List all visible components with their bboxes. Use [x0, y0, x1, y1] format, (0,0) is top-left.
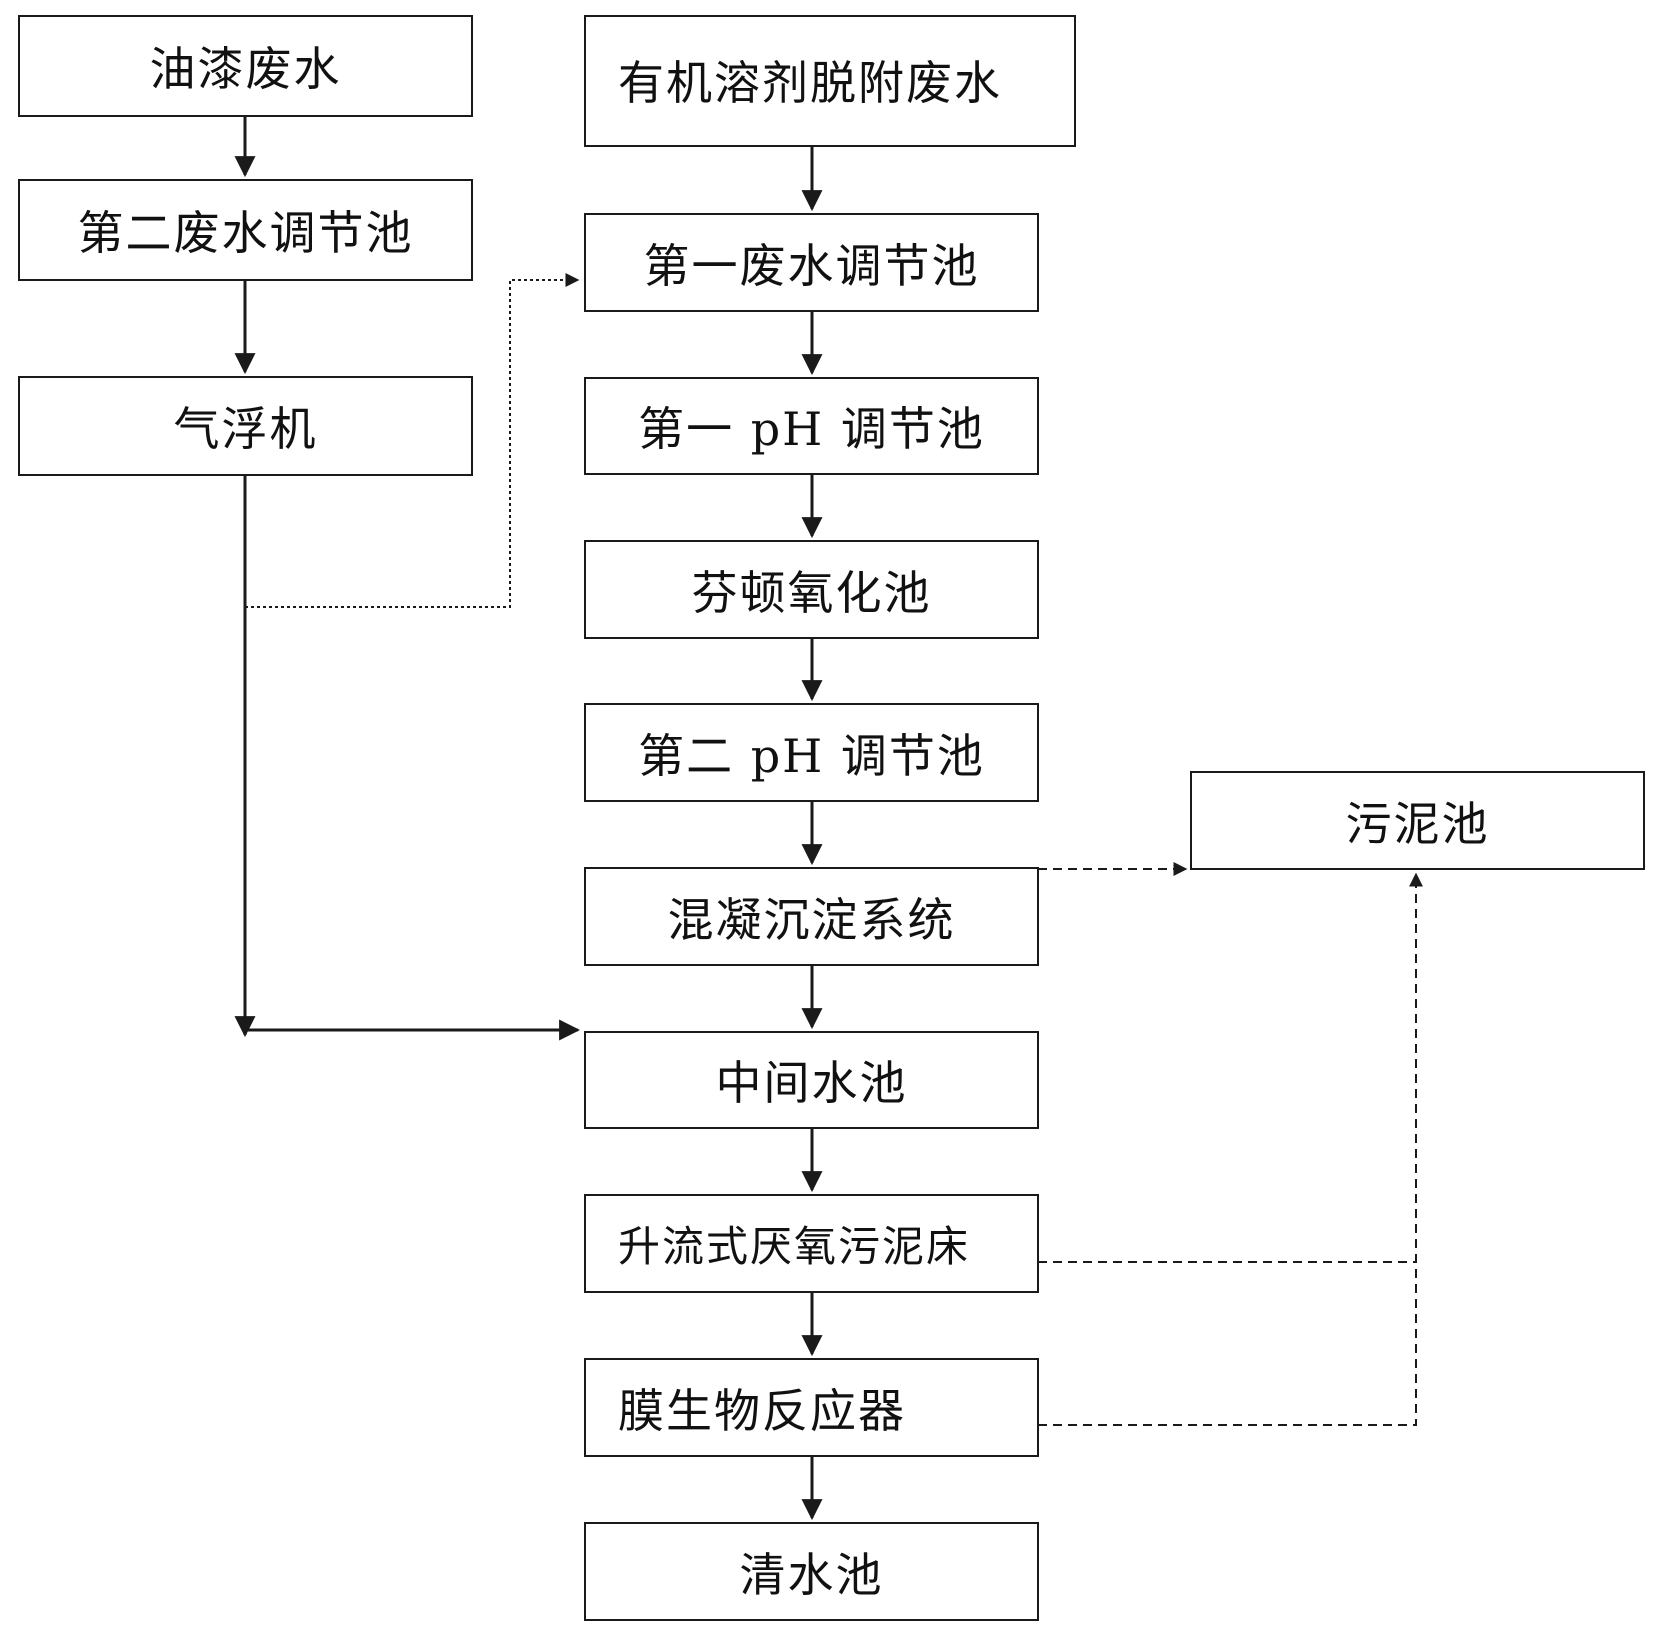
edge-membrane-to-sludge: [1038, 872, 1423, 1426]
node-label: 混凝沉淀系统: [667, 892, 956, 947]
node-label: 第二废水调节池: [77, 206, 414, 260]
node-label: 清水池: [739, 1547, 884, 1602]
node-label: 油漆废水: [149, 42, 342, 96]
node-oil-paint-wastewater: 油漆废水: [18, 15, 473, 117]
node-second-wastewater-regulating-tank: 第二废水调节池: [18, 179, 473, 281]
node-air-flotation-machine: 气浮机: [18, 376, 473, 476]
node-label: 污泥池: [1345, 796, 1490, 851]
edge-air-flotation-to-first-regulating: [245, 273, 580, 608]
node-clear-water-tank: 清水池: [584, 1522, 1039, 1621]
node-label: 芬顿氧化池: [691, 565, 932, 620]
node-label: 第一废水调节池: [643, 238, 980, 293]
node-first-wastewater-regulating-tank: 第一废水调节池: [584, 213, 1039, 312]
node-sludge-tank: 污泥池: [1190, 771, 1645, 870]
node-second-ph-regulating-tank: 第二 pH 调节池: [584, 703, 1039, 802]
node-label: 有机溶剂脱附废水: [618, 56, 1002, 110]
node-label: 气浮机: [173, 402, 318, 456]
node-label: 中间水池: [715, 1056, 908, 1110]
node-organic-solvent-desorption-wastewater: 有机溶剂脱附废水: [584, 15, 1076, 147]
node-label: 第二 pH 调节池: [638, 728, 985, 783]
node-first-ph-regulating-tank: 第一 pH 调节池: [584, 377, 1039, 475]
node-intermediate-water-tank: 中间水池: [584, 1031, 1039, 1129]
node-fenton-oxidation-tank: 芬顿氧化池: [584, 540, 1039, 639]
node-label: 升流式厌氧污泥床: [618, 1222, 971, 1271]
node-label: 膜生物反应器: [618, 1383, 906, 1438]
node-membrane-bioreactor: 膜生物反应器: [584, 1358, 1039, 1457]
node-uasb: 升流式厌氧污泥床: [584, 1194, 1039, 1293]
node-coagulation-sedimentation-system: 混凝沉淀系统: [584, 867, 1039, 966]
node-label: 第一 pH 调节池: [638, 402, 985, 456]
